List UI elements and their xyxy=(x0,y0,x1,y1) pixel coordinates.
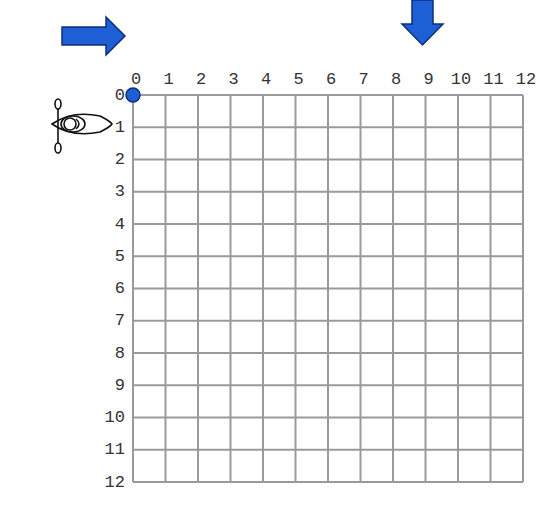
column-number: 3 xyxy=(228,71,238,88)
column-number: 5 xyxy=(293,71,303,88)
column-number: 4 xyxy=(261,71,271,88)
row-number: 3 xyxy=(115,183,125,200)
row-number: 9 xyxy=(115,377,125,394)
grid-line xyxy=(133,417,523,419)
row-number: 5 xyxy=(115,248,125,265)
row-number: 11 xyxy=(105,441,125,458)
column-number: 7 xyxy=(358,71,368,88)
row-number: 4 xyxy=(115,216,125,233)
grid-line xyxy=(133,288,523,290)
column-number: 6 xyxy=(326,71,336,88)
column-number: 11 xyxy=(483,71,503,88)
grid-line xyxy=(133,352,523,354)
row-number: 6 xyxy=(115,280,125,297)
grid-line xyxy=(360,95,362,482)
grid-line xyxy=(133,481,523,483)
grid-line xyxy=(457,95,459,482)
row-number: 12 xyxy=(105,474,125,491)
grid-line xyxy=(490,95,492,482)
grid-line xyxy=(392,95,394,482)
start-dot xyxy=(126,88,140,102)
down-arrow xyxy=(402,0,443,45)
column-number: 2 xyxy=(196,71,206,88)
row-number: 2 xyxy=(115,151,125,168)
grid-line xyxy=(425,95,427,482)
column-number: 1 xyxy=(163,71,173,88)
grid-line xyxy=(133,384,523,386)
kayak-figure xyxy=(52,99,112,153)
column-number: 10 xyxy=(451,71,471,88)
column-number: 12 xyxy=(516,71,536,88)
row-number: 7 xyxy=(115,312,125,329)
grid-line xyxy=(133,320,523,322)
row-number: 1 xyxy=(115,119,125,136)
grid-line xyxy=(133,449,523,451)
row-number: 8 xyxy=(115,345,125,362)
grid-line xyxy=(522,95,524,482)
right-arrow xyxy=(62,17,125,55)
row-number: 10 xyxy=(105,409,125,426)
column-number: 8 xyxy=(391,71,401,88)
column-number: 9 xyxy=(423,71,433,88)
grid-lines xyxy=(133,95,523,482)
column-number: 0 xyxy=(131,71,141,88)
row-number: 0 xyxy=(115,87,125,104)
